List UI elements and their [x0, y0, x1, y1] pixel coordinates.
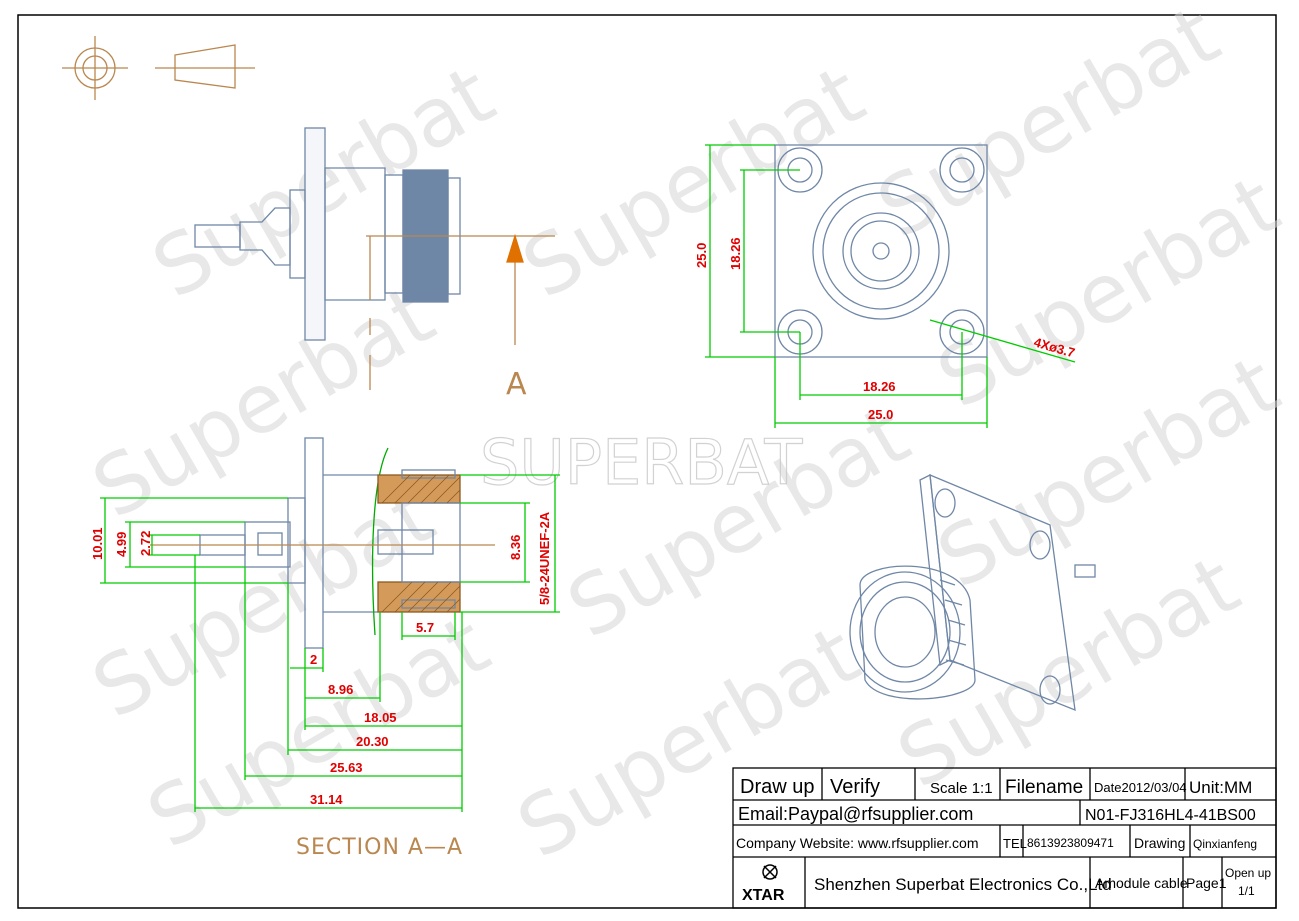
dim-31-14: 31.14 [310, 792, 343, 807]
tb-open-up-value: 1/1 [1238, 884, 1255, 898]
watermark-text: Superbat [883, 538, 1255, 808]
tb-tel: 8613923809471 [1027, 836, 1114, 850]
tb-website: Company Website: www.rfsupplier.com [736, 835, 979, 851]
dim-8-96: 8.96 [328, 682, 353, 697]
dim-d-inner: 8.36 [508, 535, 523, 560]
projection-symbol [62, 36, 255, 100]
isometric-view [849, 473, 1096, 712]
side-view [194, 127, 555, 390]
dim-d2: 4.99 [114, 532, 129, 557]
tb-verify: Verify [830, 776, 880, 798]
dim-18-05: 18.05 [364, 710, 397, 725]
title-block [732, 767, 1277, 909]
front-dimension-lines [705, 144, 1076, 428]
tb-logo-text: XTAR [742, 887, 785, 904]
dim-d1: 10.01 [90, 527, 105, 560]
front-view [774, 144, 988, 358]
tb-tel-label: TEL [1003, 836, 1027, 851]
watermark-brand: SUPERBAT [480, 426, 804, 499]
tb-scale: Scale 1:1 [930, 780, 993, 797]
tb-unit: Unit:MM [1189, 778, 1252, 797]
dim-thread: 5/8-24UNEF-2A [537, 511, 552, 605]
section-hatch [381, 474, 461, 613]
watermark-text: Superbat [508, 48, 880, 318]
dim-25-63: 25.63 [330, 760, 363, 775]
tb-company: Shenzhen Superbat Electronics Co.,Ltd [814, 875, 1112, 894]
dim-height-inner: 18.26 [728, 237, 743, 270]
drawing-frame [17, 14, 1277, 909]
section-marker: A [506, 367, 527, 402]
tb-open-up-label: Open up [1225, 866, 1271, 880]
tb-date: Date2012/03/04 [1094, 780, 1187, 795]
dim-5-7: 5.7 [416, 620, 434, 635]
dim-height-outer: 25.0 [694, 243, 709, 268]
section-view [150, 437, 495, 649]
section-title: SECTION A—A [296, 835, 463, 860]
dim-width-outer: 25.0 [868, 407, 893, 422]
dim-width-inner: 18.26 [863, 379, 896, 394]
tb-drawer: Qinxianfeng [1193, 837, 1257, 851]
watermark-layer: Superbat Superbat Superbat Superbat Supe… [78, 0, 1295, 877]
tb-email: Email:Paypal@rfsupplier.com [738, 804, 973, 824]
tb-drawing-label: Drawing [1134, 835, 1185, 851]
section-dimension-lines [100, 474, 560, 812]
dim-20-30: 20.30 [356, 734, 389, 749]
tb-filename-label: Filename [1005, 777, 1083, 798]
dim-2: 2 [310, 652, 317, 667]
dim-d3: 2.72 [138, 531, 153, 556]
xtar-logo-icon [762, 864, 778, 880]
tb-page: Page1 [1186, 875, 1227, 891]
tb-product: Amodule cable [1095, 875, 1188, 891]
tb-draw-up: Draw up [740, 776, 814, 798]
tb-part-number: N01-FJ316HL4-41BS00 [1085, 807, 1256, 824]
